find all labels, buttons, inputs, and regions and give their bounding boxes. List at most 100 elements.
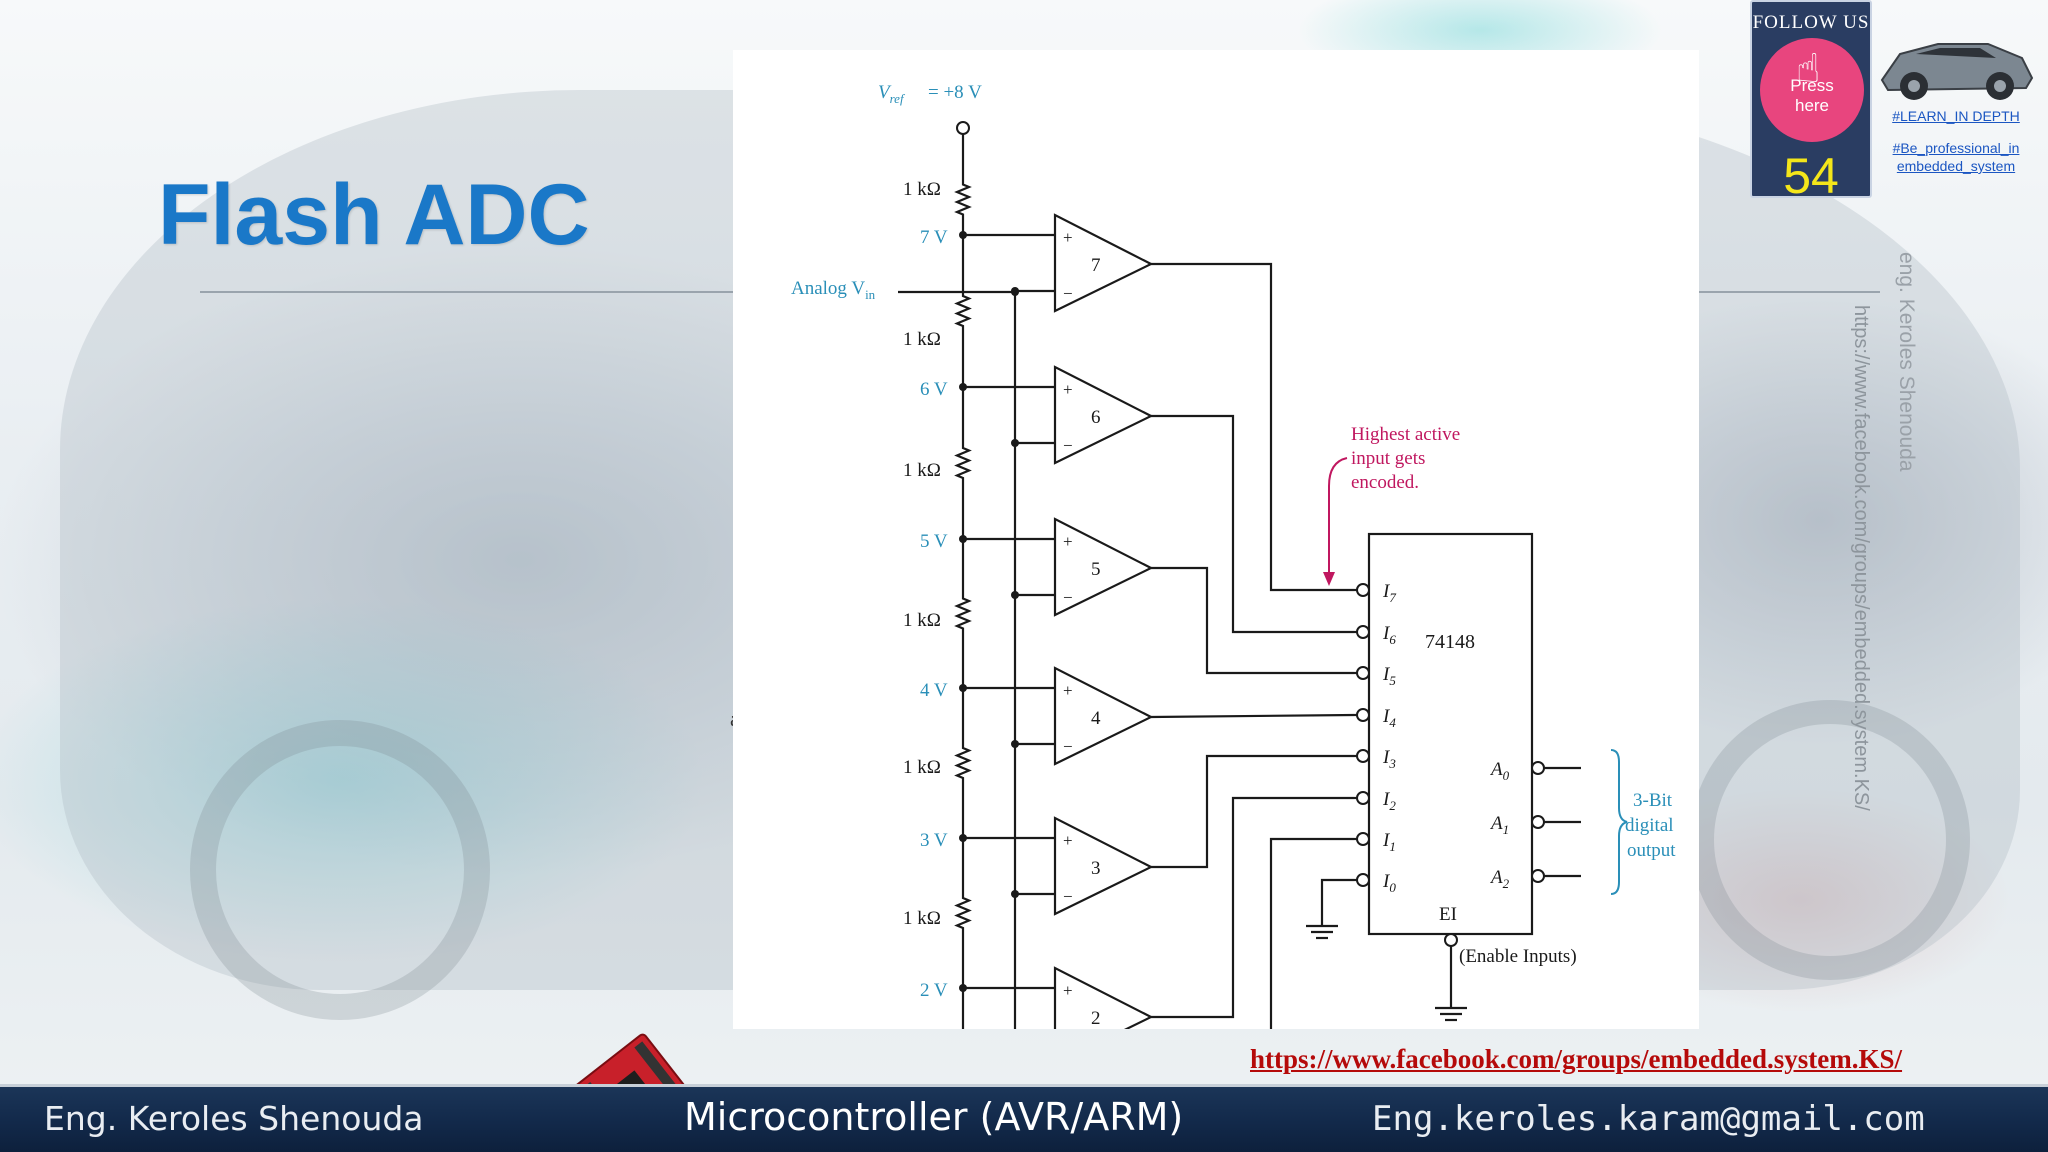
encoder-input-label: I5 [1382, 664, 1396, 688]
input-bubble [1356, 708, 1370, 722]
be-professional-line2: embedded_system [1896, 158, 2016, 174]
resistor-label: 1 kΩ [903, 610, 941, 631]
comparator-triangle [1053, 816, 1154, 916]
comparator-number: 4 [1091, 708, 1101, 729]
resistor-label: 1 kΩ [903, 179, 941, 200]
comparator-number: 3 [1091, 858, 1101, 879]
note-arrow [1328, 457, 1348, 578]
comparator-number: 2 [1091, 1008, 1101, 1029]
input-bubble [1356, 666, 1370, 680]
comparator-output-wire [1151, 796, 1354, 1019]
tap-voltage-label: 4 V [920, 680, 948, 701]
output-bubble [1531, 815, 1545, 829]
footer-author: Eng. Keroles Shenouda [44, 1099, 424, 1138]
comparator-output-wire [1151, 754, 1354, 869]
comparator-output-wire [1151, 414, 1354, 634]
resistor [954, 164, 972, 235]
resistor-label: 1 kΩ [903, 908, 941, 929]
comparator-triangle [1053, 666, 1154, 766]
comparator-plus: + [1063, 981, 1073, 1000]
input-bubble [1356, 625, 1370, 639]
comparator-triangle [1053, 213, 1154, 313]
comparator-minus: − [1063, 887, 1073, 906]
press-here-button[interactable]: ☝ Press here [1760, 38, 1864, 142]
resistor [954, 838, 972, 988]
encoder-input-label: I0 [1382, 871, 1396, 895]
comparator-number: 7 [1091, 255, 1101, 276]
footer-course-title: Microcontroller (AVR/ARM) [684, 1095, 1184, 1139]
follow-us-badge[interactable]: FOLLOW US ☝ Press here 54 [1750, 0, 1872, 204]
background-wheel-right [1690, 700, 1970, 980]
encoder-output-label: A0 [1489, 759, 1510, 783]
note-arrowhead [1323, 572, 1335, 586]
input-bubble [1356, 791, 1370, 805]
pointing-hand-icon: ☝ [1796, 46, 1821, 92]
be-professional-line1: #Be_professional_in [1892, 140, 2020, 156]
car-thumbnail-image [1880, 43, 2034, 100]
vref-label: Vref [878, 82, 906, 106]
i1-input-wire [1269, 837, 1354, 1029]
i0-input-wire [1320, 878, 1354, 914]
enable-bubble [1444, 933, 1458, 947]
follow-us-heading: FOLLOW US [1752, 12, 1870, 33]
note-line3: encoded. [1351, 472, 1419, 493]
footer-email[interactable]: Eng.keroles.karam@gmail.com [1372, 1099, 1925, 1139]
encoder-input-label: I4 [1382, 706, 1396, 730]
comparator-triangle [1053, 517, 1154, 617]
comparator-number: 6 [1091, 407, 1101, 428]
comparator-number: 5 [1091, 559, 1101, 580]
output-bubble [1531, 869, 1545, 883]
resistor-label: 1 kΩ [903, 460, 941, 481]
vref-terminal [956, 121, 970, 135]
tap-voltage-label: 7 V [920, 227, 948, 248]
press-label-line1: Press [1790, 76, 1834, 95]
press-label-line2: here [1794, 96, 1830, 115]
comparator-plus: + [1063, 380, 1073, 399]
background-wheel-left [190, 720, 490, 1020]
resistor [954, 235, 972, 387]
comparator-output-wire [1151, 566, 1354, 675]
output-bubble [1531, 761, 1545, 775]
slide-title: Flash ADC [158, 167, 590, 263]
page-number: 54 [1783, 148, 1839, 204]
comparator-triangle [1053, 966, 1154, 1029]
encoder-input-label: I6 [1382, 623, 1396, 647]
resistor [954, 539, 972, 688]
tap-voltage-label: 6 V [920, 379, 948, 400]
encoder-output-label: A1 [1489, 813, 1509, 837]
footer-bar: Eng. Keroles Shenouda Microcontroller (A… [0, 1084, 2048, 1152]
note-line1: Highest active [1351, 424, 1460, 445]
encoder-input-label: I3 [1382, 747, 1396, 771]
input-bubble [1356, 832, 1370, 846]
input-bubble [1356, 583, 1370, 597]
be-professional-link[interactable]: #Be_professional_in embedded_system [1872, 139, 2040, 175]
comparator-minus: − [1063, 436, 1073, 455]
tap-voltage-label: 2 V [920, 980, 948, 1001]
resistor [954, 387, 972, 539]
watermark-author-name: eng. Keroles Shenouda [1895, 252, 1918, 472]
comparator-plus: + [1063, 681, 1073, 700]
comparator-plus: + [1063, 228, 1073, 247]
comparator-output-wire [1151, 262, 1354, 592]
facebook-group-link[interactable]: https://www.facebook.com/groups/embedded… [1250, 1044, 1903, 1074]
encoder-input-label: I1 [1382, 830, 1396, 854]
output-label-line3: output [1627, 840, 1676, 861]
enable-inputs-label: (Enable Inputs) [1459, 946, 1577, 967]
comparator-minus: − [1063, 737, 1073, 756]
output-label-line2: digital [1625, 815, 1674, 836]
resistor-label: 1 kΩ [903, 329, 941, 350]
watermark-url: https://www.facebook.com/groups/embedded… [1850, 305, 1872, 811]
encoder-chip-label: 74148 [1425, 631, 1475, 653]
vref-value: = +8 V [928, 82, 982, 103]
learn-in-depth-link[interactable]: #LEARN_IN DEPTH [1892, 108, 2020, 124]
comparator-minus: − [1063, 284, 1073, 303]
comparator-plus: + [1063, 831, 1073, 850]
output-brace [1610, 749, 1628, 895]
encoder-output-label: A2 [1489, 867, 1510, 891]
input-bubble [1356, 873, 1370, 887]
comparator-plus: + [1063, 532, 1073, 551]
encoder-input-label: I2 [1382, 789, 1396, 813]
encoder-74148-box [1367, 532, 1534, 936]
